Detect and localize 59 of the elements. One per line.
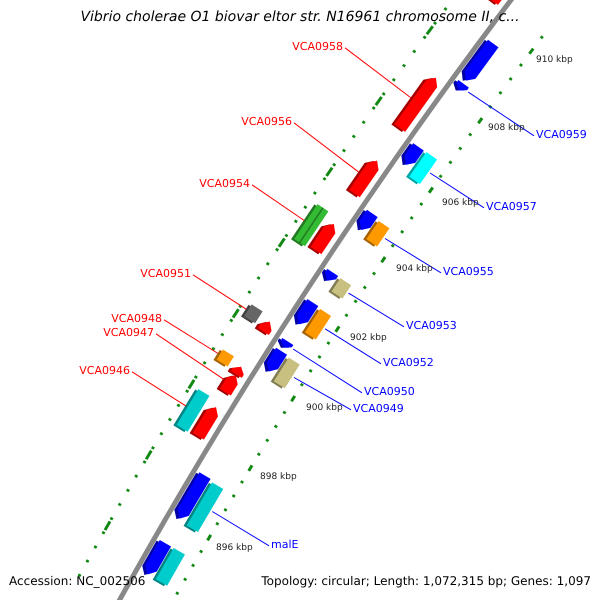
gene-label: VCA0958 [292, 40, 343, 53]
gene-feature [346, 160, 379, 198]
leader-line [294, 122, 360, 173]
gene-block [270, 358, 300, 389]
gene-label: VCA0953 [406, 319, 457, 332]
leader-line [430, 172, 484, 208]
leader-line [252, 184, 305, 221]
gene-feature [453, 80, 469, 90]
tick-label: 896 kbp [216, 542, 253, 555]
map-title: Vibrio cholerae O1 biovar eltor str. N16961 chromosome II, c... [80, 8, 520, 26]
gene-block [328, 278, 352, 299]
gene-feature [307, 224, 336, 254]
genome-info-text: Topology: circular; Length: 1,072,315 bp; Genes: 1,097 [261, 575, 591, 588]
leader-line [156, 333, 224, 380]
accession-text: Accession: NC_002506 [9, 575, 146, 588]
gene-label: VCA0946 [79, 364, 130, 377]
tick-label: 906 kbp [442, 197, 479, 210]
tick-label: 902 kbp [350, 332, 387, 345]
gene-label: VCA0951 [140, 267, 191, 280]
gene-label: malE [271, 538, 298, 551]
tick-label: 910 kbp [536, 54, 573, 67]
leader-line [212, 511, 270, 546]
leader-line [384, 238, 442, 274]
gene-feature [322, 268, 338, 282]
leader-line [468, 92, 534, 136]
gene-label: VCA0950 [364, 385, 415, 398]
gene-feature [190, 407, 218, 440]
gene-block [302, 308, 332, 340]
tick-label: 908 kbp [488, 122, 525, 135]
gene-label: VCA0957 [486, 200, 537, 213]
gene-feature [278, 338, 294, 348]
gene-feature [462, 40, 498, 81]
gene-block [363, 220, 390, 247]
gene-label: VCA0952 [383, 356, 434, 369]
gene-label: VCA0954 [199, 177, 250, 190]
gene-block [406, 152, 438, 184]
gene-label: VCA0948 [111, 312, 162, 325]
gene-feature [254, 321, 272, 336]
leader-line [344, 47, 412, 98]
gene-label: VCA0949 [353, 402, 404, 415]
leader-line [132, 371, 186, 406]
gene-label: VCA0956 [241, 115, 292, 128]
leader-line [164, 319, 219, 354]
leader-line [294, 377, 352, 410]
gene-label: VCA0959 [536, 128, 587, 141]
gene-label: VCA0947 [103, 326, 154, 339]
gene-label: VCA0955 [443, 265, 494, 278]
gene-block [213, 349, 234, 367]
leader-line [292, 348, 362, 394]
gene-block [184, 482, 224, 532]
tick-label: 898 kbp [260, 471, 297, 484]
tick-label: 904 kbp [396, 263, 433, 276]
gene-block [240, 304, 263, 324]
gene-feature [391, 78, 438, 132]
gene-block [152, 548, 185, 586]
tick-label: 900 kbp [306, 402, 343, 415]
leader-line [324, 328, 382, 364]
leader-line [192, 274, 247, 310]
leader-line [348, 292, 404, 328]
